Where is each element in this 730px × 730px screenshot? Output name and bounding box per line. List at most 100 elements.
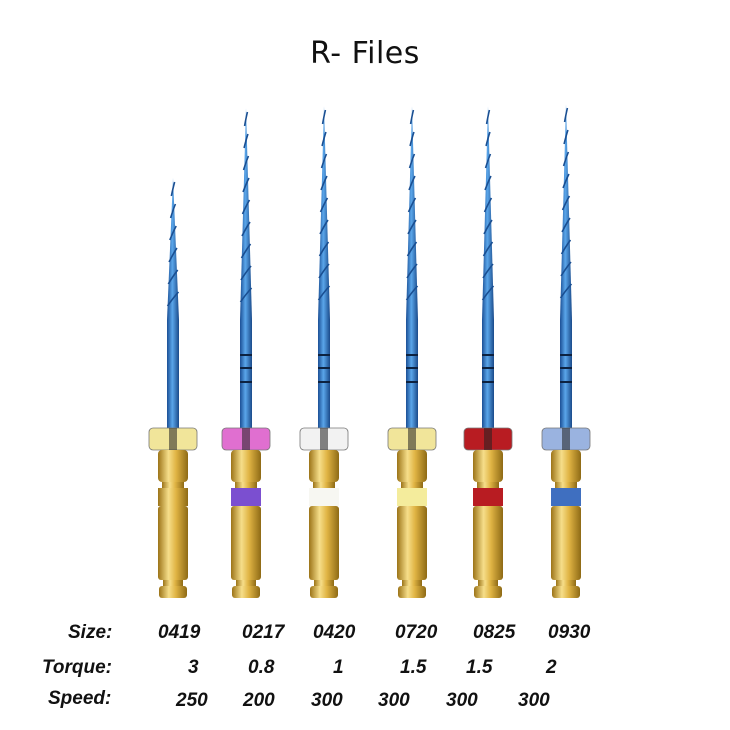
blade-flute	[240, 265, 252, 281]
endodontic-file	[299, 106, 349, 598]
blade-flute	[560, 239, 572, 255]
blade-flute	[320, 153, 328, 169]
blade-flute	[559, 283, 573, 299]
ring-notch	[320, 428, 328, 450]
blade-flute	[169, 203, 177, 219]
handle-body	[473, 506, 503, 580]
color-band	[231, 488, 261, 506]
blade-flute	[406, 263, 418, 279]
handle-neck	[401, 482, 423, 488]
blade-flute	[321, 131, 327, 147]
handle-groove	[163, 580, 183, 586]
blade-flute	[239, 287, 253, 303]
file-size-value: 0720	[395, 622, 438, 643]
blade-flute	[320, 175, 328, 191]
handle-neck	[235, 482, 257, 488]
ring-notch	[242, 428, 250, 450]
blade-flute	[561, 217, 571, 233]
file-torque-value: 3	[188, 657, 199, 678]
speed-row-label: Speed:	[48, 688, 112, 709]
blade-flute	[560, 261, 572, 277]
page-title: R- Files	[310, 36, 420, 71]
color-band	[397, 488, 427, 506]
blade-flute	[240, 243, 252, 259]
handle-neck	[162, 482, 184, 488]
endodontic-file	[463, 106, 513, 598]
file-speed-value: 300	[446, 690, 478, 711]
handle-neck	[477, 482, 499, 488]
handle-top	[397, 450, 427, 482]
blade-flute	[481, 285, 495, 301]
blade-flute	[167, 269, 179, 285]
blade-flute	[170, 181, 176, 197]
blade-flute	[406, 241, 418, 257]
handle-top	[231, 450, 261, 482]
blade-flute	[242, 177, 250, 193]
blade-flute	[407, 219, 417, 235]
endodontic-file	[148, 178, 198, 598]
handle-groove	[402, 580, 422, 586]
file-size-value: 0217	[242, 622, 285, 643]
file-blade	[167, 178, 179, 428]
file-blade	[240, 108, 252, 428]
handle-latch	[310, 586, 338, 598]
handle-top	[158, 450, 188, 482]
handle-latch	[398, 586, 426, 598]
handle-latch	[232, 586, 260, 598]
blade-flute	[168, 247, 178, 263]
blade-flute	[563, 129, 569, 145]
blade-flute	[242, 155, 250, 171]
handle-latch	[474, 586, 502, 598]
blade-flute	[405, 285, 419, 301]
blade-flute	[318, 263, 330, 279]
file-blade	[482, 106, 494, 428]
handle-body	[551, 506, 581, 580]
blade-flute	[241, 221, 251, 237]
torque-row-label: Torque:	[42, 657, 113, 678]
file-size-value: 0420	[313, 622, 356, 643]
handle-top	[551, 450, 581, 482]
endodontic-file	[387, 106, 437, 598]
handle-groove	[236, 580, 256, 586]
file-speed-value: 200	[243, 690, 275, 711]
blade-flute	[243, 133, 249, 149]
blade-flute	[561, 195, 571, 211]
file-speed-value: 300	[518, 690, 550, 711]
file-speed-value: 250	[176, 690, 208, 711]
handle-body	[158, 506, 188, 580]
blade-flute	[485, 131, 491, 147]
handle-neck	[555, 482, 577, 488]
ring-notch	[484, 428, 492, 450]
handle-latch	[159, 586, 187, 598]
endodontic-file	[221, 108, 271, 598]
file-blade	[560, 104, 572, 428]
file-size-value: 0825	[473, 622, 516, 643]
file-size-value: 0930	[548, 622, 591, 643]
blade-flute	[169, 225, 177, 241]
blade-flute	[241, 199, 251, 215]
file-torque-value: 2	[546, 657, 557, 678]
file-blade	[318, 106, 330, 428]
blade-flute	[482, 263, 494, 279]
file-size-value: 0419	[158, 622, 201, 643]
ring-notch	[408, 428, 416, 450]
blade-flute	[409, 131, 415, 147]
handle-groove	[478, 580, 498, 586]
blade-flute	[409, 109, 415, 125]
blade-flute	[319, 219, 329, 235]
handle-neck	[313, 482, 335, 488]
blade-flute	[408, 175, 416, 191]
file-torque-value: 0.8	[248, 657, 275, 678]
handle-body	[231, 506, 261, 580]
handle-latch	[552, 586, 580, 598]
blade-flute	[482, 241, 494, 257]
color-band	[309, 488, 339, 506]
ring-notch	[562, 428, 570, 450]
blade-flute	[243, 111, 249, 127]
file-speed-value: 300	[311, 690, 343, 711]
handle-body	[309, 506, 339, 580]
blade-flute	[483, 219, 493, 235]
color-band	[551, 488, 581, 506]
blade-flute	[484, 153, 492, 169]
blade-flute	[408, 153, 416, 169]
